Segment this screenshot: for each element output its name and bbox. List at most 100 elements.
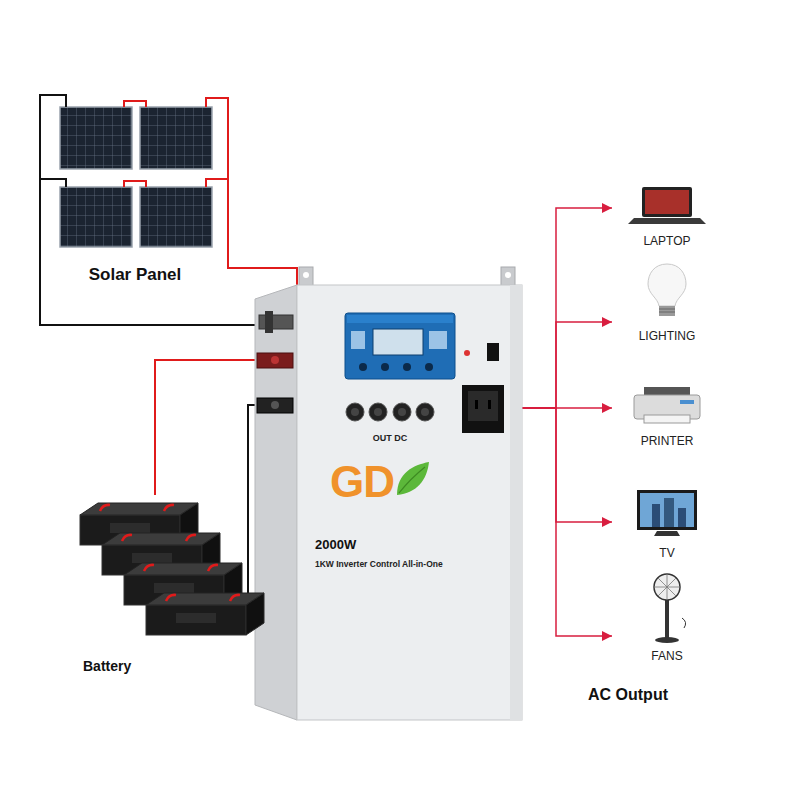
- bulb-part: [659, 306, 675, 316]
- node-text-holder: PRINTER: [567, 431, 767, 449]
- battery-part: [144, 565, 154, 571]
- unit-part: [487, 343, 499, 361]
- unit-part: [265, 311, 273, 333]
- unit-part: [257, 398, 293, 413]
- power-wire: [230, 268, 297, 285]
- solar-part: [40, 95, 66, 187]
- unit-part: [505, 272, 511, 278]
- device-fan: FANS: [612, 572, 722, 660]
- battery-bank: Battery: [75, 495, 265, 680]
- battery-part: [246, 593, 264, 635]
- unit-part: [510, 285, 522, 720]
- node-text: PRINTER: [641, 434, 694, 448]
- battery-part: [164, 505, 174, 511]
- printer-part: [680, 400, 694, 404]
- unit-part: [345, 313, 455, 379]
- node-text-holder: LIGHTING: [567, 326, 767, 344]
- solar-part: [140, 107, 212, 169]
- device-lighting: LIGHTING: [612, 262, 722, 340]
- solar-black-wire: [40, 95, 268, 325]
- unit-part: [374, 408, 382, 416]
- unit-part: [373, 329, 423, 355]
- unit-part: [399, 467, 425, 493]
- battery-part: [230, 595, 240, 601]
- tv-part: [640, 493, 694, 527]
- node-text-holder: 1KW Inverter Control All-in-One: [315, 553, 443, 571]
- ac-output-arrow: [522, 208, 612, 408]
- battery-part: [186, 535, 196, 541]
- unit-part: [429, 331, 447, 349]
- solar-part: [60, 107, 132, 169]
- node-text-holder: FANS: [567, 646, 767, 664]
- tv-part: [654, 531, 680, 536]
- solar-illustration: [40, 95, 230, 325]
- unit-part: [369, 403, 387, 421]
- unit-part: [359, 363, 367, 371]
- unit-part: [351, 331, 365, 349]
- laptop-illustration: [612, 185, 722, 225]
- unit-part: [416, 403, 434, 421]
- unit-part: [462, 385, 504, 433]
- battery-part: [154, 583, 194, 593]
- bulb-illustration: [612, 262, 722, 317]
- node-text-holder: OUT DC: [290, 427, 490, 445]
- fan-part: [655, 637, 679, 643]
- fan-part: [682, 618, 686, 628]
- unit-part: [403, 363, 411, 371]
- inverter-unit: OUT DC 2000W 1KW Inverter Control All-in-O…: [255, 285, 522, 720]
- device-laptop: LAPTOP: [612, 185, 722, 245]
- unit-part: [259, 315, 293, 329]
- unit-part: [271, 401, 279, 409]
- laptop-part: [642, 187, 692, 217]
- brand-logo: GD: [330, 457, 394, 506]
- node-text: 1KW Inverter Control All-in-One: [315, 559, 443, 569]
- printer-part: [644, 415, 690, 423]
- unit-part: [468, 391, 498, 421]
- solar-part: [124, 98, 230, 268]
- output-caption: AC Output: [588, 686, 668, 703]
- device-tv: TV: [612, 490, 722, 557]
- unit-part: [397, 462, 429, 495]
- battery-part: [132, 553, 172, 563]
- unit-part: [393, 403, 411, 421]
- tv-part: [678, 508, 686, 527]
- tv-illustration: [612, 490, 722, 540]
- battery-part: [166, 595, 176, 601]
- unit-part: [257, 353, 293, 368]
- node-text-holder: TV: [567, 543, 767, 561]
- unit-part: [398, 408, 406, 416]
- fan-part: [654, 574, 680, 600]
- node-text: TV: [659, 546, 674, 560]
- unit-part: [303, 272, 309, 278]
- battery-part: [122, 535, 132, 541]
- node-text: FANS: [651, 649, 682, 663]
- node-text: 2000W: [315, 537, 356, 552]
- fan-part: [665, 600, 669, 638]
- battery-part: [146, 605, 246, 635]
- battery-part: [102, 533, 220, 545]
- printer-illustration: [612, 385, 722, 427]
- node-text: OUT DC: [373, 433, 408, 443]
- laptop-part: [645, 190, 689, 214]
- unit-part: [297, 285, 522, 720]
- battery-part: [110, 523, 150, 533]
- laptop-part: [628, 218, 706, 224]
- battery-illustration: [75, 495, 265, 680]
- unit-part: [255, 285, 297, 720]
- node-text-holder: Battery: [83, 657, 131, 675]
- node-text-holder: Solar Panel: [35, 265, 235, 285]
- unit-part: [271, 356, 279, 364]
- device-printer: PRINTER: [612, 385, 722, 445]
- node-text-holder: LAPTOP: [567, 231, 767, 249]
- battery-part: [100, 505, 110, 511]
- bulb-part: [659, 309, 675, 312]
- solar-panel-array: Solar Panel: [40, 95, 230, 325]
- unit-part: [464, 350, 470, 356]
- unit-part: [347, 315, 453, 323]
- node-text: LIGHTING: [639, 329, 696, 343]
- node-text-holder: 2000W: [315, 535, 356, 553]
- battery-part: [146, 593, 264, 605]
- unit-part: [475, 400, 478, 409]
- output-caption-holder: AC Output: [588, 686, 668, 704]
